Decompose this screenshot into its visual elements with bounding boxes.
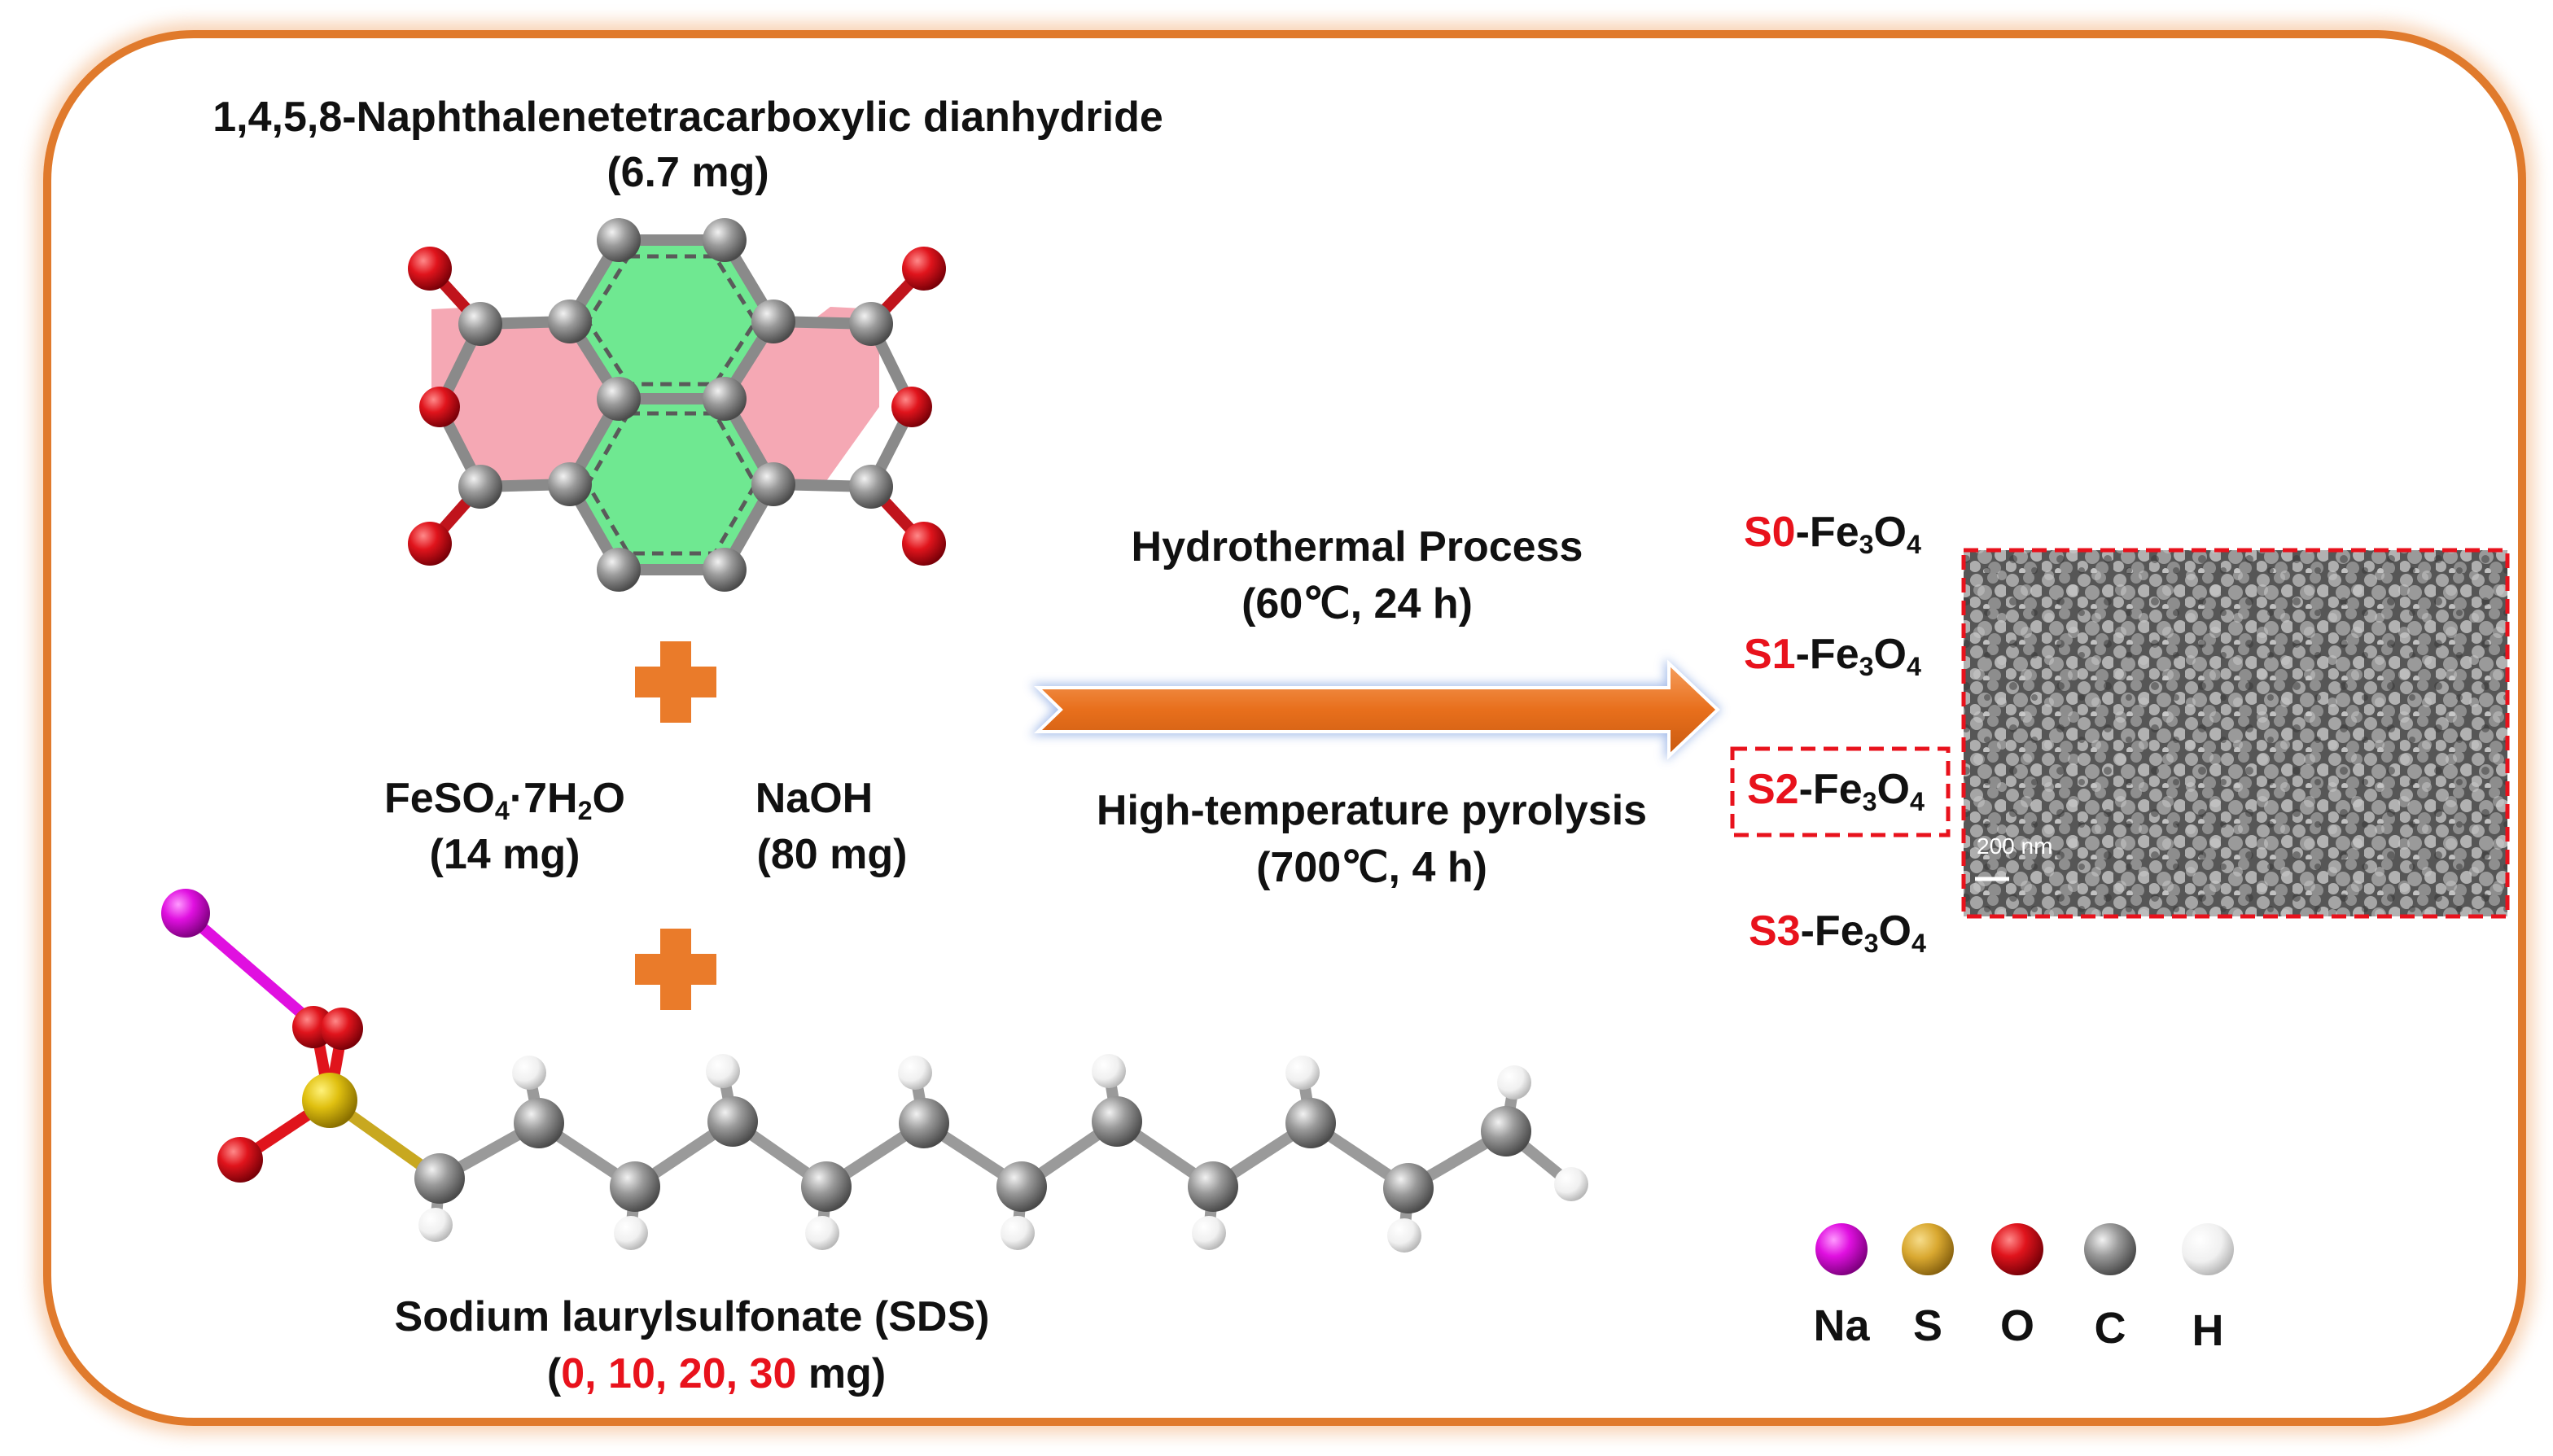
aromatic-ring-bottom: [570, 399, 773, 570]
aromatic-ring-top: [570, 240, 773, 399]
legend-o-sphere: [1991, 1223, 2043, 1275]
ntcda-molecule: [408, 218, 946, 592]
legend-label-c: C: [2094, 1304, 2126, 1353]
legend-label-h: H: [2192, 1306, 2224, 1355]
sem-scale-label: 200 nm: [1977, 833, 2053, 859]
process-top-line2: (60℃, 24 h): [1241, 580, 1473, 627]
reagent-naoh-mass: (80 mg): [756, 831, 908, 878]
s2-highlight-box: [1730, 746, 1951, 837]
process-bottom-line1: High-temperature pyrolysis: [1096, 787, 1648, 834]
legend-label-o: O: [1999, 1301, 2035, 1350]
process-arrow: [1030, 658, 1722, 762]
sample-s1: S1-Fe3O4: [1744, 631, 1921, 682]
process-top-line1: Hydrothermal Process: [1131, 523, 1583, 571]
sample-s2: S2-Fe3O4: [1747, 766, 1925, 817]
legend-label-na: Na: [1813, 1301, 1870, 1350]
sample-s0: S0-Fe3O4: [1744, 509, 1921, 560]
legend-h-sphere: [2182, 1223, 2234, 1275]
reagent-feso4: FeSO4·7H2O: [384, 775, 625, 826]
plus-icon-top: [635, 641, 716, 723]
sds-name: Sodium laurylsulfonate (SDS): [394, 1293, 990, 1340]
legend-s-sphere: [1902, 1223, 1954, 1275]
reagent-feso4-mass: (14 mg): [429, 831, 580, 878]
sds-amount-10: 10: [608, 1350, 655, 1397]
ntcda-atoms: [408, 218, 946, 592]
legend-c-sphere: [2084, 1223, 2136, 1275]
sds-amount-0: 0: [561, 1350, 585, 1397]
sds-molecule: [161, 889, 1588, 1253]
reactant-mass: (6.7 mg): [607, 149, 769, 196]
reactant-title: 1,4,5,8-Naphthalenetetracarboxylic dianh…: [212, 94, 1163, 141]
reagent-naoh: NaOH: [755, 775, 874, 822]
legend-na-sphere: [1815, 1223, 1868, 1275]
sds-amount-20: 20: [678, 1350, 726, 1397]
sds-amounts: (0, 10, 20, 30 mg): [546, 1350, 887, 1397]
sample-s3: S3-Fe3O4: [1749, 907, 1926, 959]
legend-label-s: S: [1912, 1301, 1943, 1350]
plus-icon-bottom: [635, 929, 716, 1010]
legend-spheres: [1815, 1223, 2234, 1275]
sem-image: [1964, 550, 2507, 916]
sds-amount-30: 30: [749, 1350, 797, 1397]
process-bottom-line2: (700℃, 4 h): [1256, 844, 1487, 891]
